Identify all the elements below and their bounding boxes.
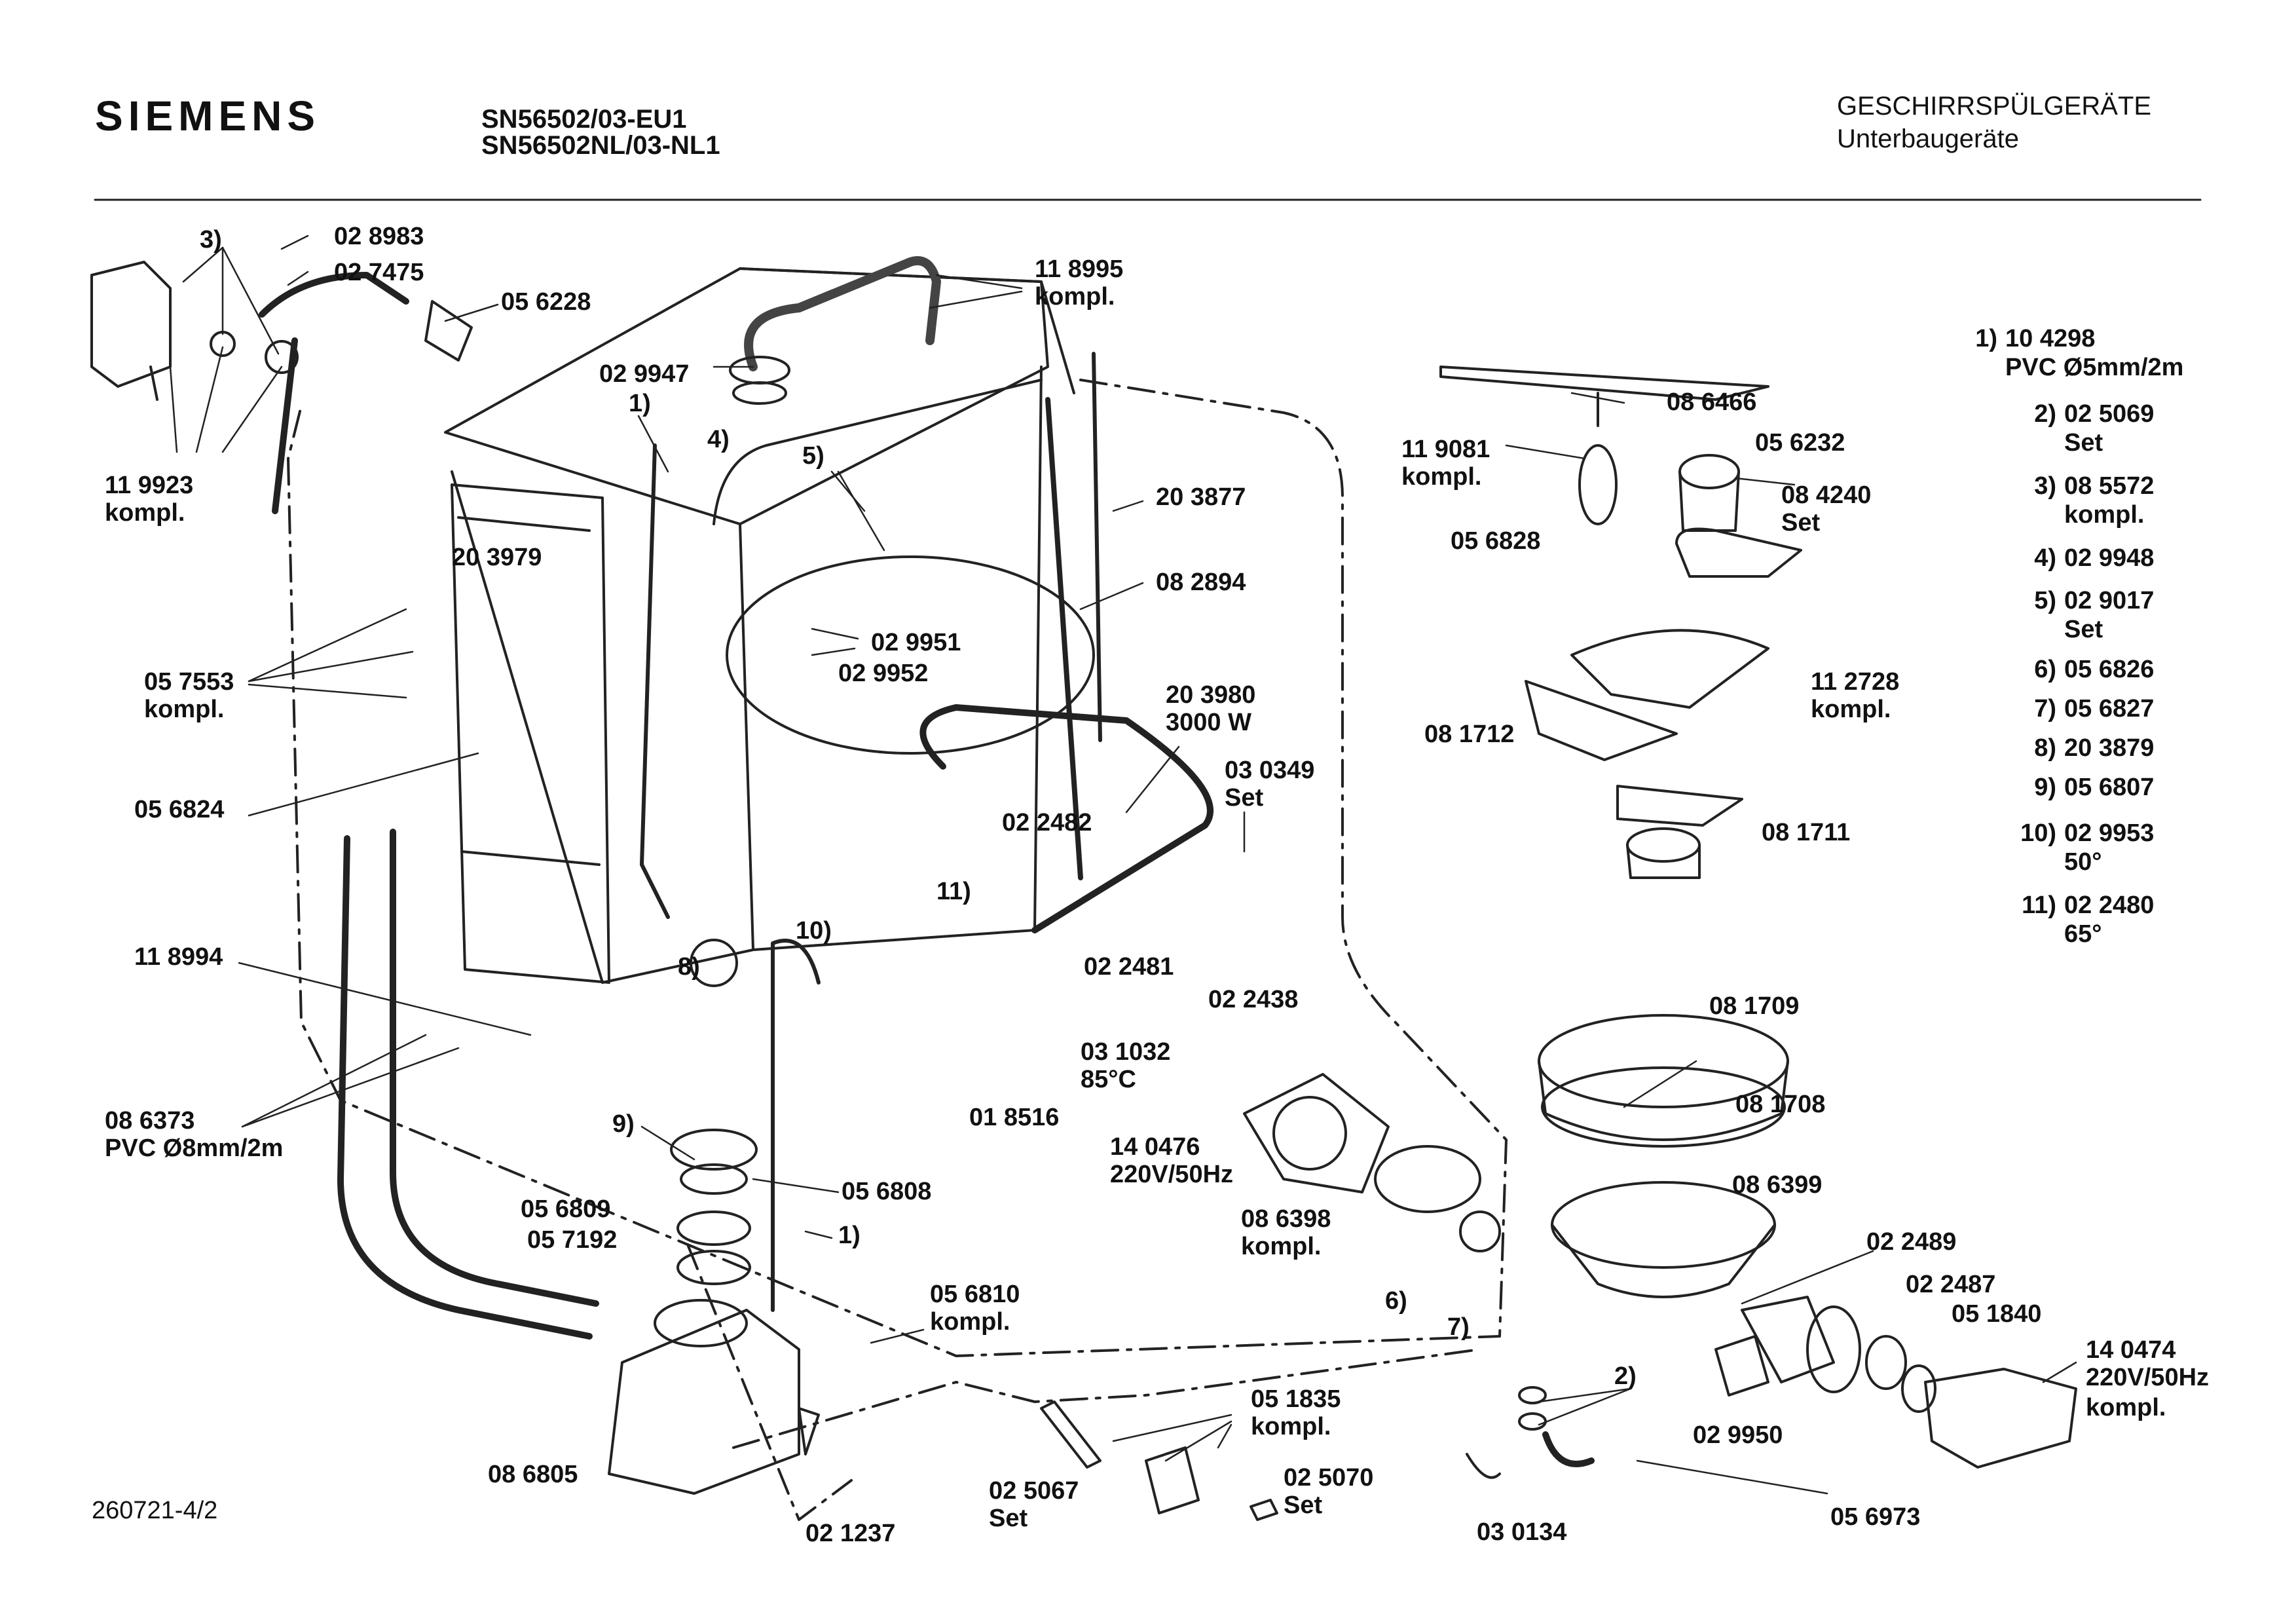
product-subcategory: Unterbaugeräte [1837, 124, 2019, 153]
product-category: GESCHIRRSPÜLGERÄTE [1837, 92, 2152, 121]
part-label: 05 6824 [134, 796, 225, 823]
part-label: 08 6466 [1667, 388, 1757, 416]
part-label: 02 2482 [1002, 809, 1092, 836]
part-label: 5) [802, 442, 824, 470]
door-panel [451, 483, 610, 984]
part-label: 08 1708 [1735, 1091, 1826, 1118]
sump-parts [608, 939, 820, 1495]
part-label: 08 1709 [1709, 992, 1800, 1020]
part-label: 05 6232 [1755, 429, 1845, 457]
part-label: 1) [629, 390, 651, 417]
part-label: 02 1237 [805, 1520, 896, 1547]
brand-logo: SIEMENS [95, 92, 321, 140]
model-number-eu: SN56502/03-EU1 [481, 105, 687, 134]
legend-note: 9)05 6807 [2034, 774, 2155, 801]
part-label: kompl. [2086, 1394, 2166, 1421]
part-label: 02 2481 [1084, 953, 1174, 981]
part-label: 1) [838, 1222, 861, 1249]
part-label: 02 7475 [334, 259, 424, 286]
part-label: 08 1711 [1762, 819, 1851, 846]
legend-note: 6)05 6826 [2034, 656, 2155, 683]
part-label: 05 6228 [501, 288, 591, 316]
part-label: 10) [796, 917, 832, 945]
part-label: 02 9947 [599, 360, 690, 388]
part-label: 05 6973 [1830, 1503, 1921, 1531]
part-label: 20 3979 [452, 544, 542, 571]
part-label: 2) [1614, 1362, 1637, 1390]
part-label: 02 2438 [1208, 986, 1299, 1013]
part-label: 02 2487 [1906, 1271, 1996, 1298]
part-label: 02 9950 [1693, 1421, 1783, 1449]
part-label: 02 2489 [1866, 1228, 1957, 1256]
part-label: 11) [936, 878, 971, 905]
sump-housing [1538, 1014, 1789, 1298]
part-label: 3) [200, 226, 222, 253]
part-label: 05 7192 [527, 1226, 618, 1254]
circulation-pump [1243, 1073, 1501, 1252]
part-label: 08 6399 [1732, 1171, 1823, 1199]
part-label: 08 2894 [1156, 569, 1246, 596]
drain-pump [1714, 1296, 2077, 1469]
leader-lines [169, 235, 2077, 1495]
part-label: 02 9951 [871, 629, 961, 656]
part-label: 02 8983 [334, 223, 424, 250]
part-label: 05 6828 [1451, 527, 1541, 555]
legend-note: 7)05 6827 [2034, 695, 2155, 723]
part-label: 08 1712 [1424, 721, 1515, 748]
part-label: 6) [1385, 1287, 1407, 1315]
part-label: 02 9952 [838, 660, 929, 687]
heater-element [919, 704, 1213, 933]
model-number-nl: SN56502NL/03-NL1 [481, 131, 720, 160]
tub-assembly [444, 267, 1102, 984]
hoses [259, 272, 821, 1340]
part-label: 20 3877 [1156, 483, 1246, 511]
part-label: 05 6809 [521, 1195, 611, 1223]
part-label: 08 6805 [488, 1461, 578, 1488]
spray-pipe [744, 256, 941, 371]
part-label: 03 0134 [1477, 1518, 1567, 1546]
part-label: 8) [678, 953, 700, 981]
legend-note: 4)02 9948 [2034, 544, 2155, 572]
document-number: 260721-4/2 [92, 1497, 218, 1524]
part-label: 9) [612, 1110, 635, 1138]
part-label: 11 8994 [134, 943, 223, 971]
part-label: 05 1840 [1952, 1300, 2042, 1328]
part-label: 7) [1447, 1313, 1470, 1341]
lower-spray-arm-and-filters [1439, 366, 1802, 879]
housing-outline [287, 379, 1508, 1357]
legend-note: 8)20 3879 [2034, 734, 2155, 762]
part-label: 05 6808 [842, 1178, 932, 1205]
part-label: 4) [707, 426, 730, 453]
part-label: 01 8516 [969, 1104, 1060, 1131]
